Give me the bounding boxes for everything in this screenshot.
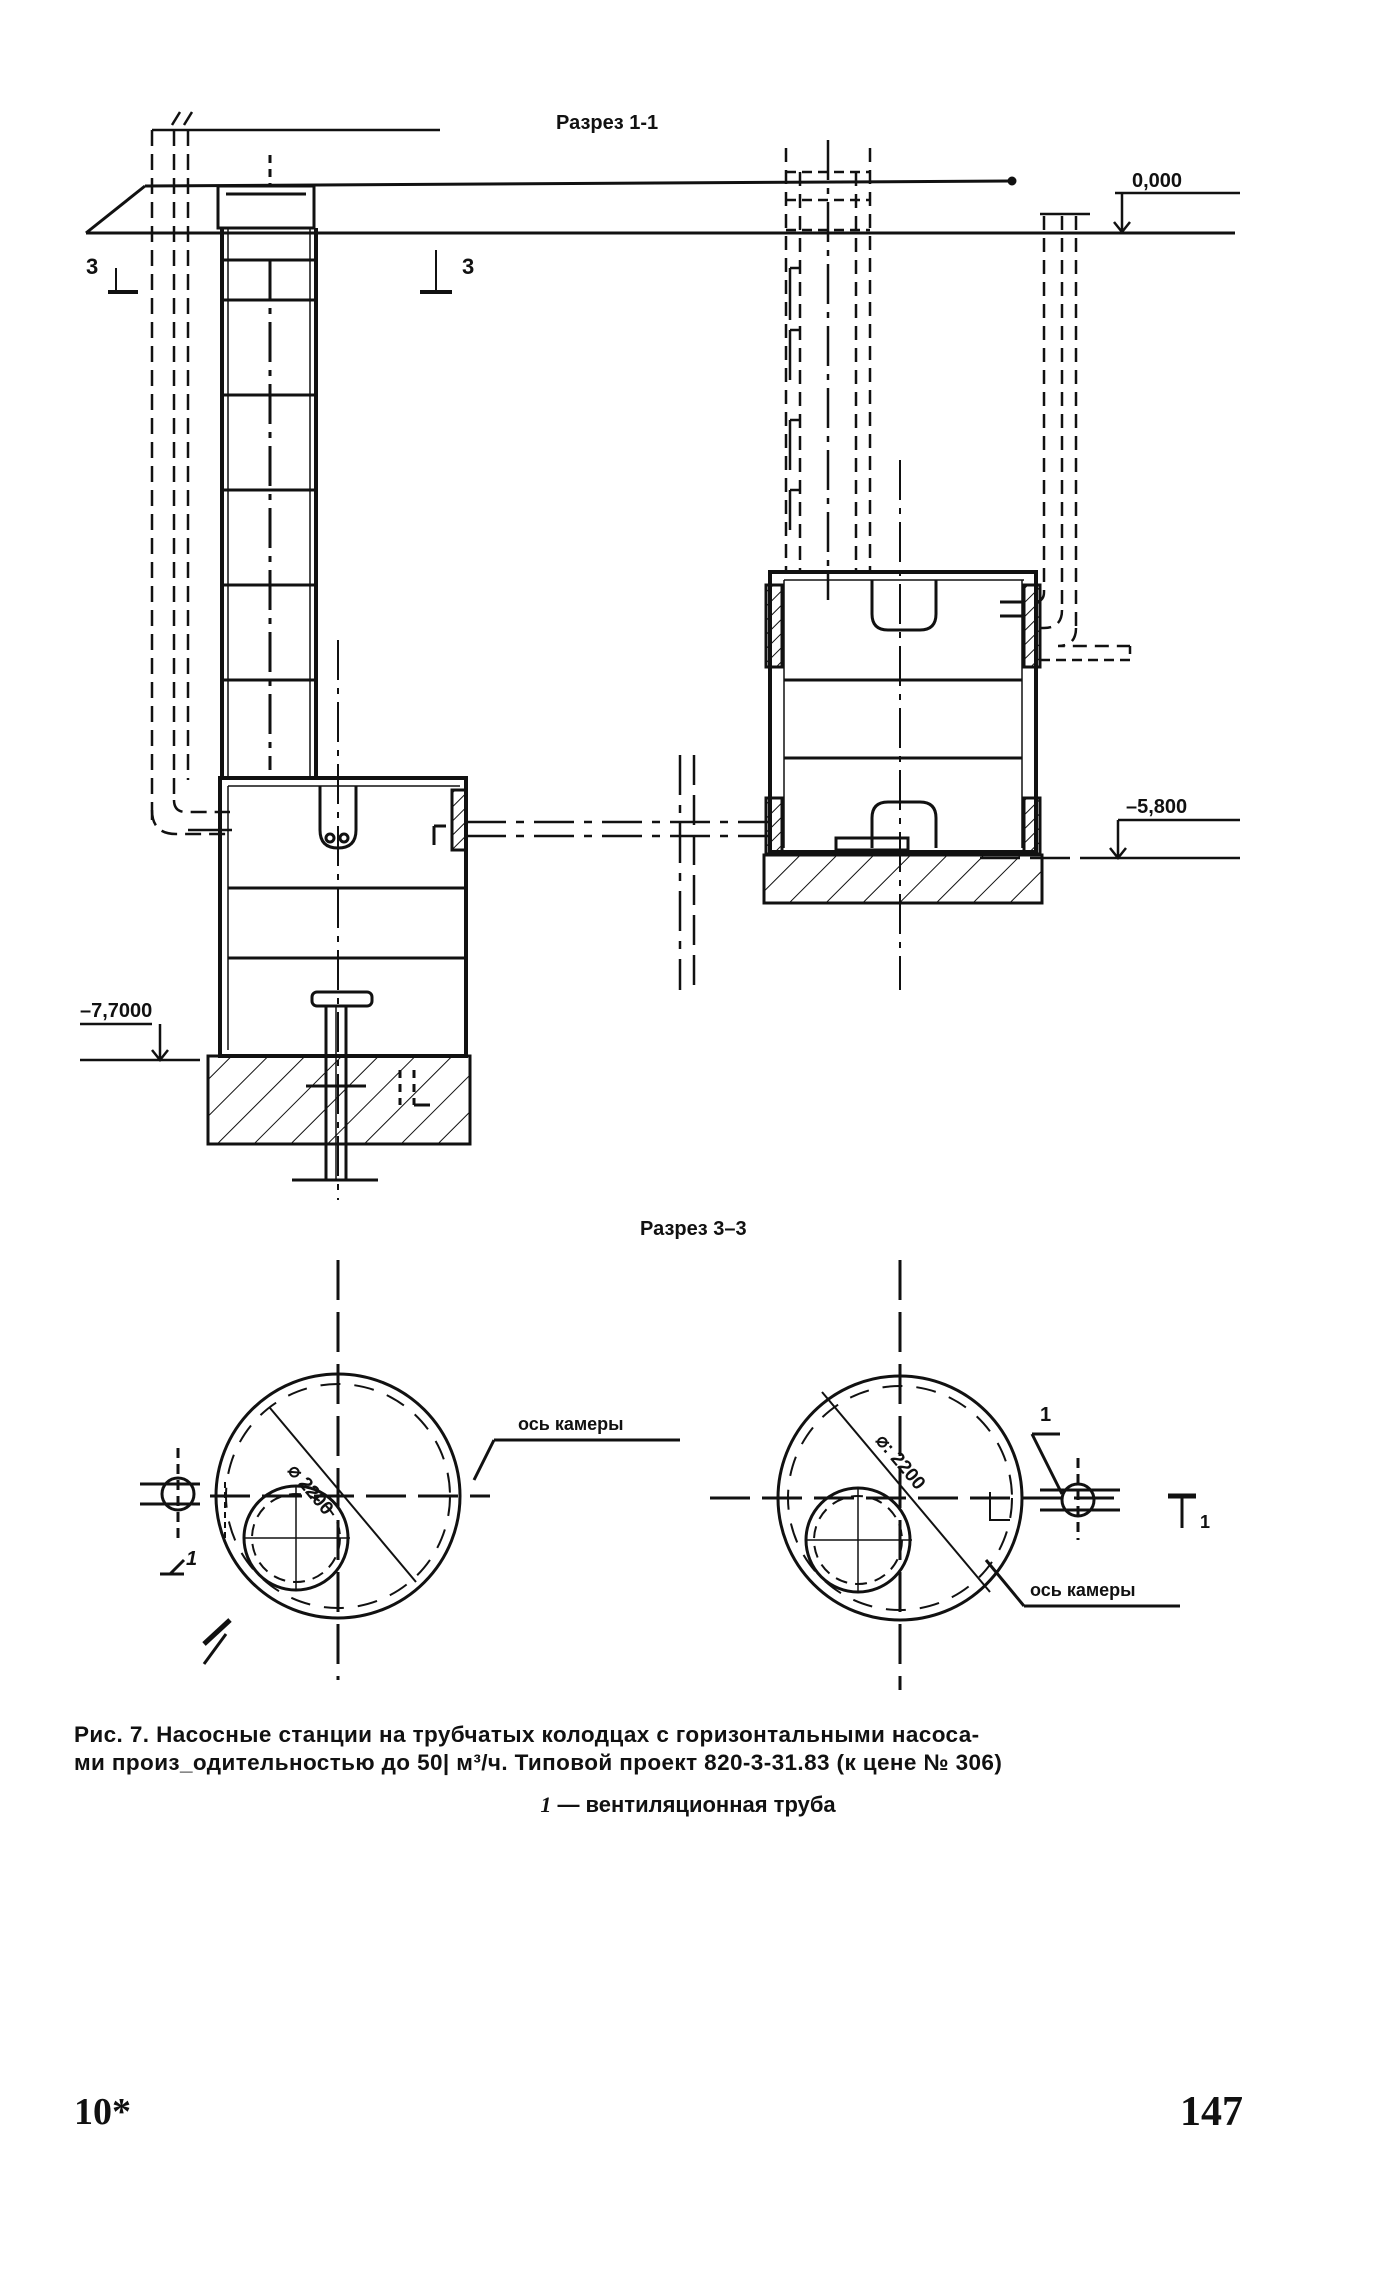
plan-left [140,1260,680,1680]
level-markers [80,191,1240,1063]
right-shaft [784,140,872,600]
section-3-3-title: Разрез 3–3 [640,1218,747,1240]
plan-right-callout-top: 1 [1040,1404,1052,1426]
section-mark-left: 3 [86,254,99,279]
footer-signature-mark: 10* [74,2091,131,2133]
section-marks [108,250,452,294]
legend-number: 1 [540,1792,552,1817]
caption-line-2: ми произ_одительностью до 50| м³/ч. Типо… [74,1750,1003,1775]
plan-left-callout: 1 [186,1548,198,1570]
plan-right-callout-side: 1 [1200,1512,1211,1532]
legend-text: — вентиляционная труба [551,1792,836,1817]
right-chamber [762,460,1044,990]
figure-legend: 1 — вентиляционная труба [0,1792,1376,1818]
left-chamber [206,640,472,1200]
plan-left-axis-label: ось камеры [518,1414,624,1434]
figure-caption: Рис. 7. Насосные станции на трубчатых ко… [74,1721,1304,1777]
section-1-1-title: Разрез 1-1 [556,112,659,134]
page-number: 147 [1180,2089,1243,2135]
vent-pipe-right [1033,212,1132,662]
level-left-bottom-label: –7,7000 [80,1000,153,1022]
vent-pipe-left [150,111,440,836]
plan-right-axis-label: ось камеры [1030,1580,1136,1600]
section-mark-right: 3 [462,254,475,279]
level-right-bottom-label: –5,800 [1126,796,1188,818]
level-ground-label: 0,000 [1132,170,1183,192]
plan-right [710,1260,1196,1690]
left-shaft [216,155,318,780]
connecting-pipe [466,755,770,990]
caption-line-1: Рис. 7. Насосные станции на трубчатых ко… [74,1722,980,1747]
